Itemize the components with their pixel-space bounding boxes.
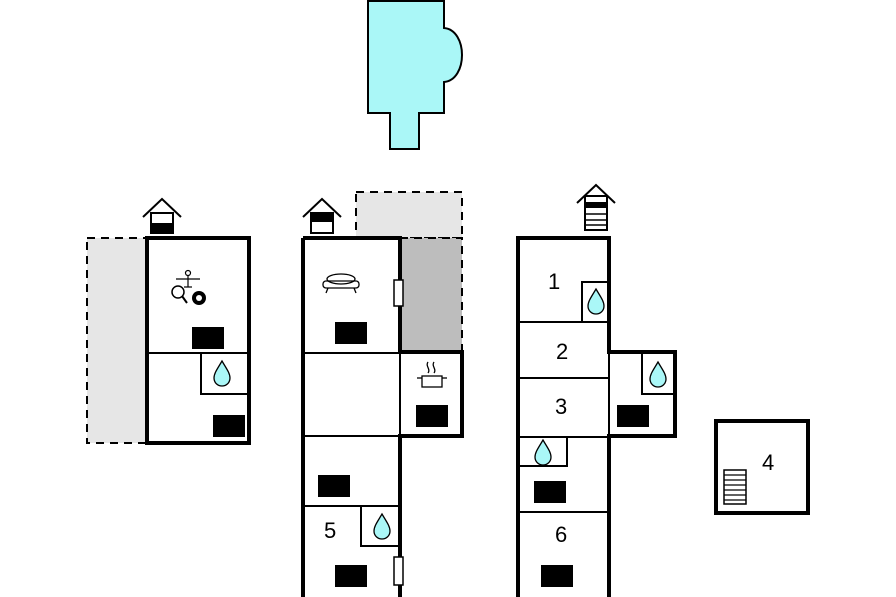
radiator-icon: [192, 327, 224, 349]
billiard-ball-icon: [192, 291, 206, 305]
table-football-icon: [176, 269, 200, 288]
window-icon: [393, 279, 404, 307]
water-drop-icon: [587, 288, 605, 315]
radiator-icon: [335, 565, 367, 587]
water-drop-icon: [373, 513, 391, 540]
terrace-middle: [355, 191, 463, 239]
radiator-icon: [541, 565, 573, 587]
water-drop-icon: [649, 361, 667, 388]
room-number-6: 6: [555, 522, 567, 547]
covered-terrace: [399, 237, 463, 353]
building-4-outline: [714, 419, 810, 515]
sofa-icon: [322, 273, 360, 294]
room-number-2: 2: [556, 339, 568, 364]
window-icon: [393, 556, 404, 586]
room-number-5: 5: [324, 518, 336, 543]
cooking-pot-icon: [417, 361, 447, 388]
table-tennis-icon: [171, 285, 188, 304]
radiator-icon: [416, 405, 448, 427]
stairs-entrance-icon: [576, 183, 616, 231]
radiator-icon: [534, 481, 566, 503]
terrace-left: [86, 237, 148, 444]
water-drop-icon: [534, 439, 552, 466]
room-number-4: 4: [762, 450, 774, 475]
radiator-icon: [318, 475, 350, 497]
water-drop-icon: [213, 360, 231, 387]
entrance-icon: [302, 197, 342, 234]
building-1-outline: [145, 236, 251, 445]
radiator-icon: [335, 322, 367, 344]
stairs-icon: [723, 469, 747, 505]
room-number-3: 3: [555, 394, 567, 419]
room-number-1: 1: [548, 269, 560, 294]
pool: [367, 0, 463, 150]
entrance-icon: [142, 197, 182, 234]
radiator-icon: [213, 415, 245, 437]
radiator-icon: [617, 405, 649, 427]
